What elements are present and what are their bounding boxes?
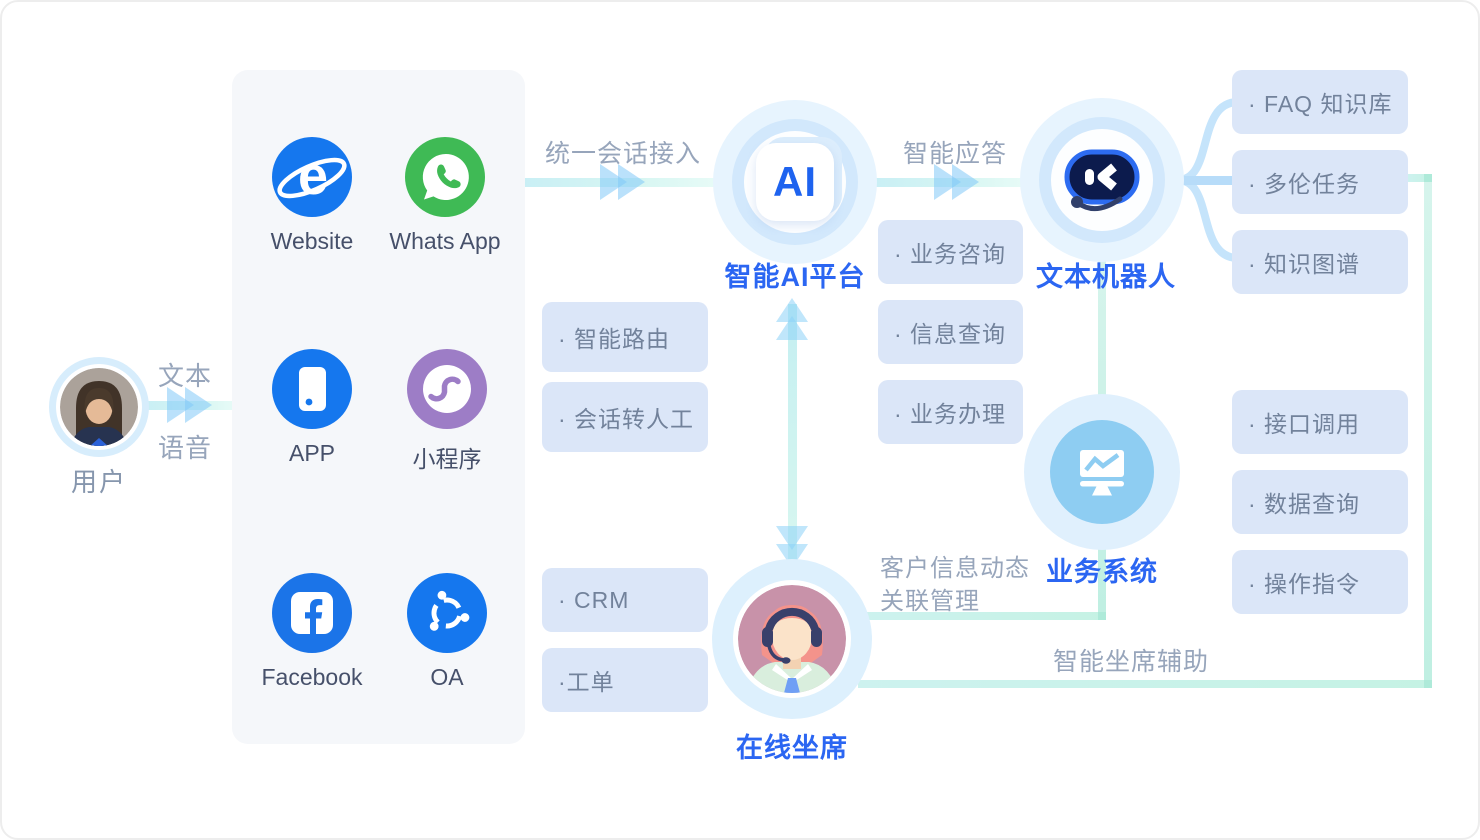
- channels-arrow-chevron-2: [618, 164, 645, 200]
- box-crm: · CRM: [542, 568, 708, 632]
- box-to-human: · 会话转人工: [542, 382, 708, 452]
- facebook-label: Facebook: [261, 664, 363, 690]
- user-avatar: [60, 368, 138, 446]
- connector-corner-3: [1424, 680, 1432, 688]
- facebook-icon: [272, 573, 352, 653]
- connector-agent-assist-right: [1424, 174, 1432, 688]
- app-label: APP: [288, 440, 336, 466]
- box-data-query: · 数据查询: [1232, 470, 1408, 534]
- robot-icon: [1052, 130, 1152, 230]
- business-system-icon: [1072, 442, 1132, 502]
- box-business-handle: · 业务办理: [878, 380, 1023, 444]
- user-label: 用户: [70, 467, 127, 497]
- connector-corner-2: [1424, 174, 1432, 182]
- box-business-consult: · 业务咨询: [878, 220, 1023, 284]
- user-voice-label: 语音: [158, 433, 213, 463]
- miniprogram-label: 小程序: [412, 446, 482, 472]
- agent-assist-label: 智能坐席辅助: [1053, 648, 1210, 676]
- business-system-label: 业务系统: [1046, 557, 1158, 587]
- connector-agent-assist-bottom: [858, 680, 1432, 688]
- ai-platform-label: 智能AI平台: [724, 262, 866, 292]
- website-label: Website: [270, 228, 354, 254]
- connector-corner-1: [1098, 612, 1106, 620]
- miniprogram-icon: [407, 349, 487, 429]
- ai-robot-chevron-2: [952, 164, 979, 200]
- connector-agent-to-system: [858, 612, 1106, 620]
- box-ticket: ·工单: [542, 648, 708, 712]
- user-arrow-chevron-2: [185, 387, 212, 423]
- box-multiturn: · 多伦任务: [1232, 150, 1408, 214]
- box-knowledge-graph: · 知识图谱: [1232, 230, 1408, 294]
- online-agent-avatar: [738, 585, 846, 693]
- box-faq-kb: · FAQ 知识库: [1232, 70, 1408, 134]
- box-api-call: · 接口调用: [1232, 390, 1408, 454]
- ai-icon-text: AI: [773, 158, 817, 205]
- online-agent-label: 在线坐席: [736, 733, 848, 763]
- box-op-command: · 操作指令: [1232, 550, 1408, 614]
- ai-icon: AI: [756, 143, 834, 221]
- whatsapp-icon: [405, 137, 485, 217]
- unified-access-label: 统一会话接入: [545, 140, 702, 168]
- robot-branch-lines: [1174, 60, 1240, 300]
- smart-reply-label: 智能应答: [903, 140, 1008, 168]
- app-icon: [272, 349, 352, 429]
- oa-label: OA: [430, 664, 464, 690]
- box-info-query: · 信息查询: [878, 300, 1023, 364]
- website-icon: e: [272, 137, 352, 217]
- ai-agent-chevron-up-2: [776, 316, 808, 340]
- user-text-label: 文本: [158, 361, 213, 391]
- oa-icon: [407, 573, 487, 653]
- customer-info-label-line2: 关联管理: [880, 588, 980, 615]
- box-smart-routing: · 智能路由: [542, 302, 708, 372]
- whatsapp-label: Whats App: [389, 228, 501, 254]
- customer-info-label-line1: 客户信息动态: [880, 555, 1030, 582]
- text-robot-label: 文本机器人: [1036, 262, 1176, 292]
- svg-text:e: e: [298, 146, 328, 206]
- connector-agent-assist-top-stub: [1408, 174, 1432, 182]
- ai-to-agent-arrow: [788, 304, 797, 572]
